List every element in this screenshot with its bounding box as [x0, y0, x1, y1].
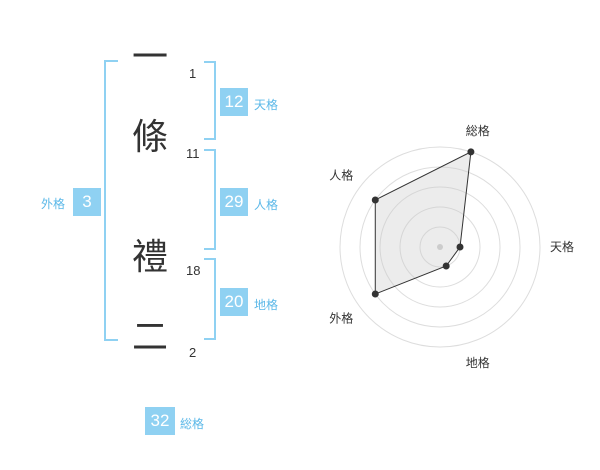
chi-bracket [204, 258, 216, 340]
chi-value-badge: 20 [220, 288, 248, 316]
jin-label: 人格 [254, 198, 279, 212]
radar-point-2 [456, 243, 464, 251]
name-char-3: 禮 [131, 237, 168, 278]
radar-point-1 [467, 148, 475, 156]
stroke-count-1: 1 [189, 66, 197, 81]
name-char-2: 條 [131, 117, 168, 158]
ten-value-badge: 12 [220, 88, 248, 116]
radar-series-area [374, 151, 472, 295]
radar-axis-label-2: 天格 [550, 239, 574, 254]
sou-value-badge: 32 [145, 407, 175, 435]
stroke-count-2: 11 [186, 146, 200, 161]
radar-axis-label-5: 人格 [329, 167, 353, 182]
radar-ring [379, 186, 501, 308]
radar-point-3 [442, 262, 450, 270]
name-char-1: 一 [131, 37, 168, 78]
radar-axis-label-3: 地格 [466, 355, 490, 370]
radar-center [437, 244, 443, 250]
radar-axis-label-4: 外格 [329, 311, 353, 326]
radar-axis-label-1: 総格 [466, 123, 490, 138]
ten-label: 天格 [254, 98, 279, 112]
stroke-count-4: 2 [189, 345, 197, 360]
radar-point-5 [371, 196, 379, 204]
sou-label: 総格 [180, 417, 205, 431]
ten-bracket [204, 61, 216, 140]
gai-bracket [104, 60, 118, 341]
name-char-4: 二 [131, 317, 168, 358]
radar-point-4 [371, 290, 379, 298]
chi-label: 地格 [254, 298, 279, 312]
jin-value-badge: 29 [220, 188, 248, 216]
jin-bracket [204, 149, 216, 250]
radar-ring [399, 206, 481, 288]
gai-value-badge: 3 [73, 188, 101, 216]
stroke-count-3: 18 [186, 263, 201, 278]
gai-label: 外格 [41, 197, 66, 211]
